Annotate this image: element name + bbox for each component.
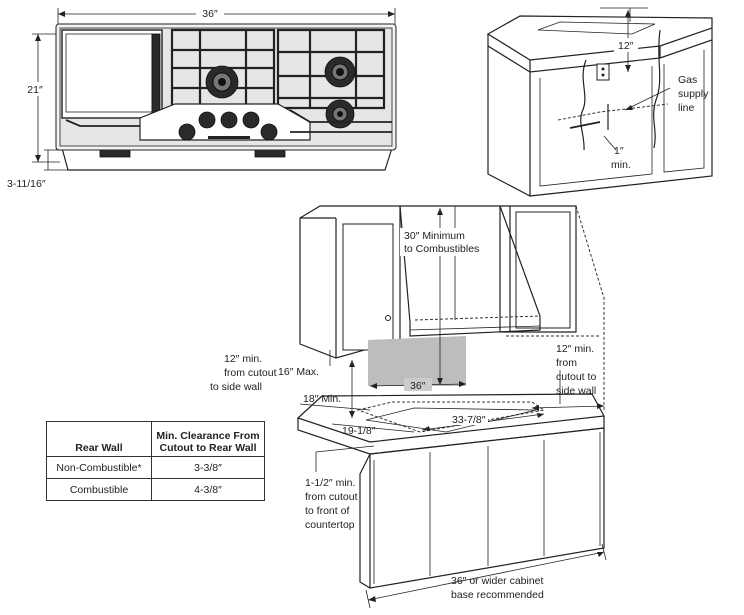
table-cell-wall-type: Non-Combustible* (46, 456, 152, 479)
table-row: Non-Combustible* 3-3/8″ (46, 456, 265, 479)
width-label: 36″ (202, 8, 218, 20)
gas-supply-label-1: Gas (678, 74, 697, 86)
base-note-2: base recommended (451, 589, 544, 601)
upper-cabinet-right (499, 205, 577, 333)
gas-supply-detail: 12″ Gas supply line 1″ min. (486, 7, 713, 197)
right-side-label-1: 12″ min. (556, 343, 594, 355)
cutout-width-label: 33-7/8″ (452, 414, 486, 426)
right-side-label-2: from (556, 357, 577, 369)
depth-label: 21″ (27, 84, 43, 96)
hood-width-label: 36″ (410, 380, 426, 392)
front-clearance-label-4: countertop (305, 519, 355, 531)
min-label-1: 1″ (614, 145, 624, 157)
installation-view: 30″ Minimum to Combustibles 33-7/8″ 19-1… (210, 205, 607, 609)
front-clearance-label-2: from cutout (305, 491, 358, 503)
hood-clearance-label-1: 30″ Minimum (404, 230, 465, 242)
top-clearance-label: 12″ (618, 40, 634, 52)
right-side-label-4: side wall (556, 385, 596, 397)
table-header-rear-wall: Rear Wall (46, 421, 152, 457)
base-cabinet (369, 427, 605, 589)
base-note-1: 36″ or wider cabinet (451, 575, 544, 587)
gas-supply-label-2: supply (678, 88, 709, 100)
cutout-depth-label: 19-1/8″ (342, 425, 376, 437)
gas-supply-label-3: line (678, 102, 695, 114)
min-height-label: 18″ Min. (303, 393, 341, 405)
right-side-label-3: cutout to (556, 371, 596, 383)
burners (205, 56, 356, 129)
height-label: 3-11/16″ (7, 178, 46, 190)
table-header-clearance: Min. Clearance From Cutout to Rear Wall (151, 421, 265, 457)
table-header-row: Rear Wall Min. Clearance From Cutout to … (46, 421, 265, 457)
table-cell-clearance: 3-3/8″ (151, 456, 265, 479)
cooktop-top-view: 36″ 21″ 3-11/16″ (7, 6, 397, 190)
range-hood (399, 205, 541, 337)
backsplash (368, 336, 466, 386)
table-row: Combustible 4-3/8″ (46, 478, 265, 501)
max-depth-label: 16″ Max. (278, 366, 319, 378)
table-cell-wall-type: Combustible (46, 478, 152, 501)
control-knobs (178, 111, 278, 141)
front-clearance-label-3: to front of (305, 505, 349, 517)
front-clearance-label-1: 1-1/2″ min. (305, 477, 355, 489)
min-label-2: min. (611, 159, 631, 171)
table-header-clearance-text: Min. Clearance From Cutout to Rear Wall (156, 430, 260, 454)
left-side-label-3: to side wall (210, 381, 262, 393)
left-side-label-1: 12″ min. (224, 353, 262, 365)
left-side-label-2: from cutout (224, 367, 277, 379)
hood-clearance-label-2: to Combustibles (404, 243, 479, 255)
table-cell-clearance: 4-3/8″ (151, 478, 265, 501)
clearance-table: Rear Wall Min. Clearance From Cutout to … (46, 421, 265, 501)
